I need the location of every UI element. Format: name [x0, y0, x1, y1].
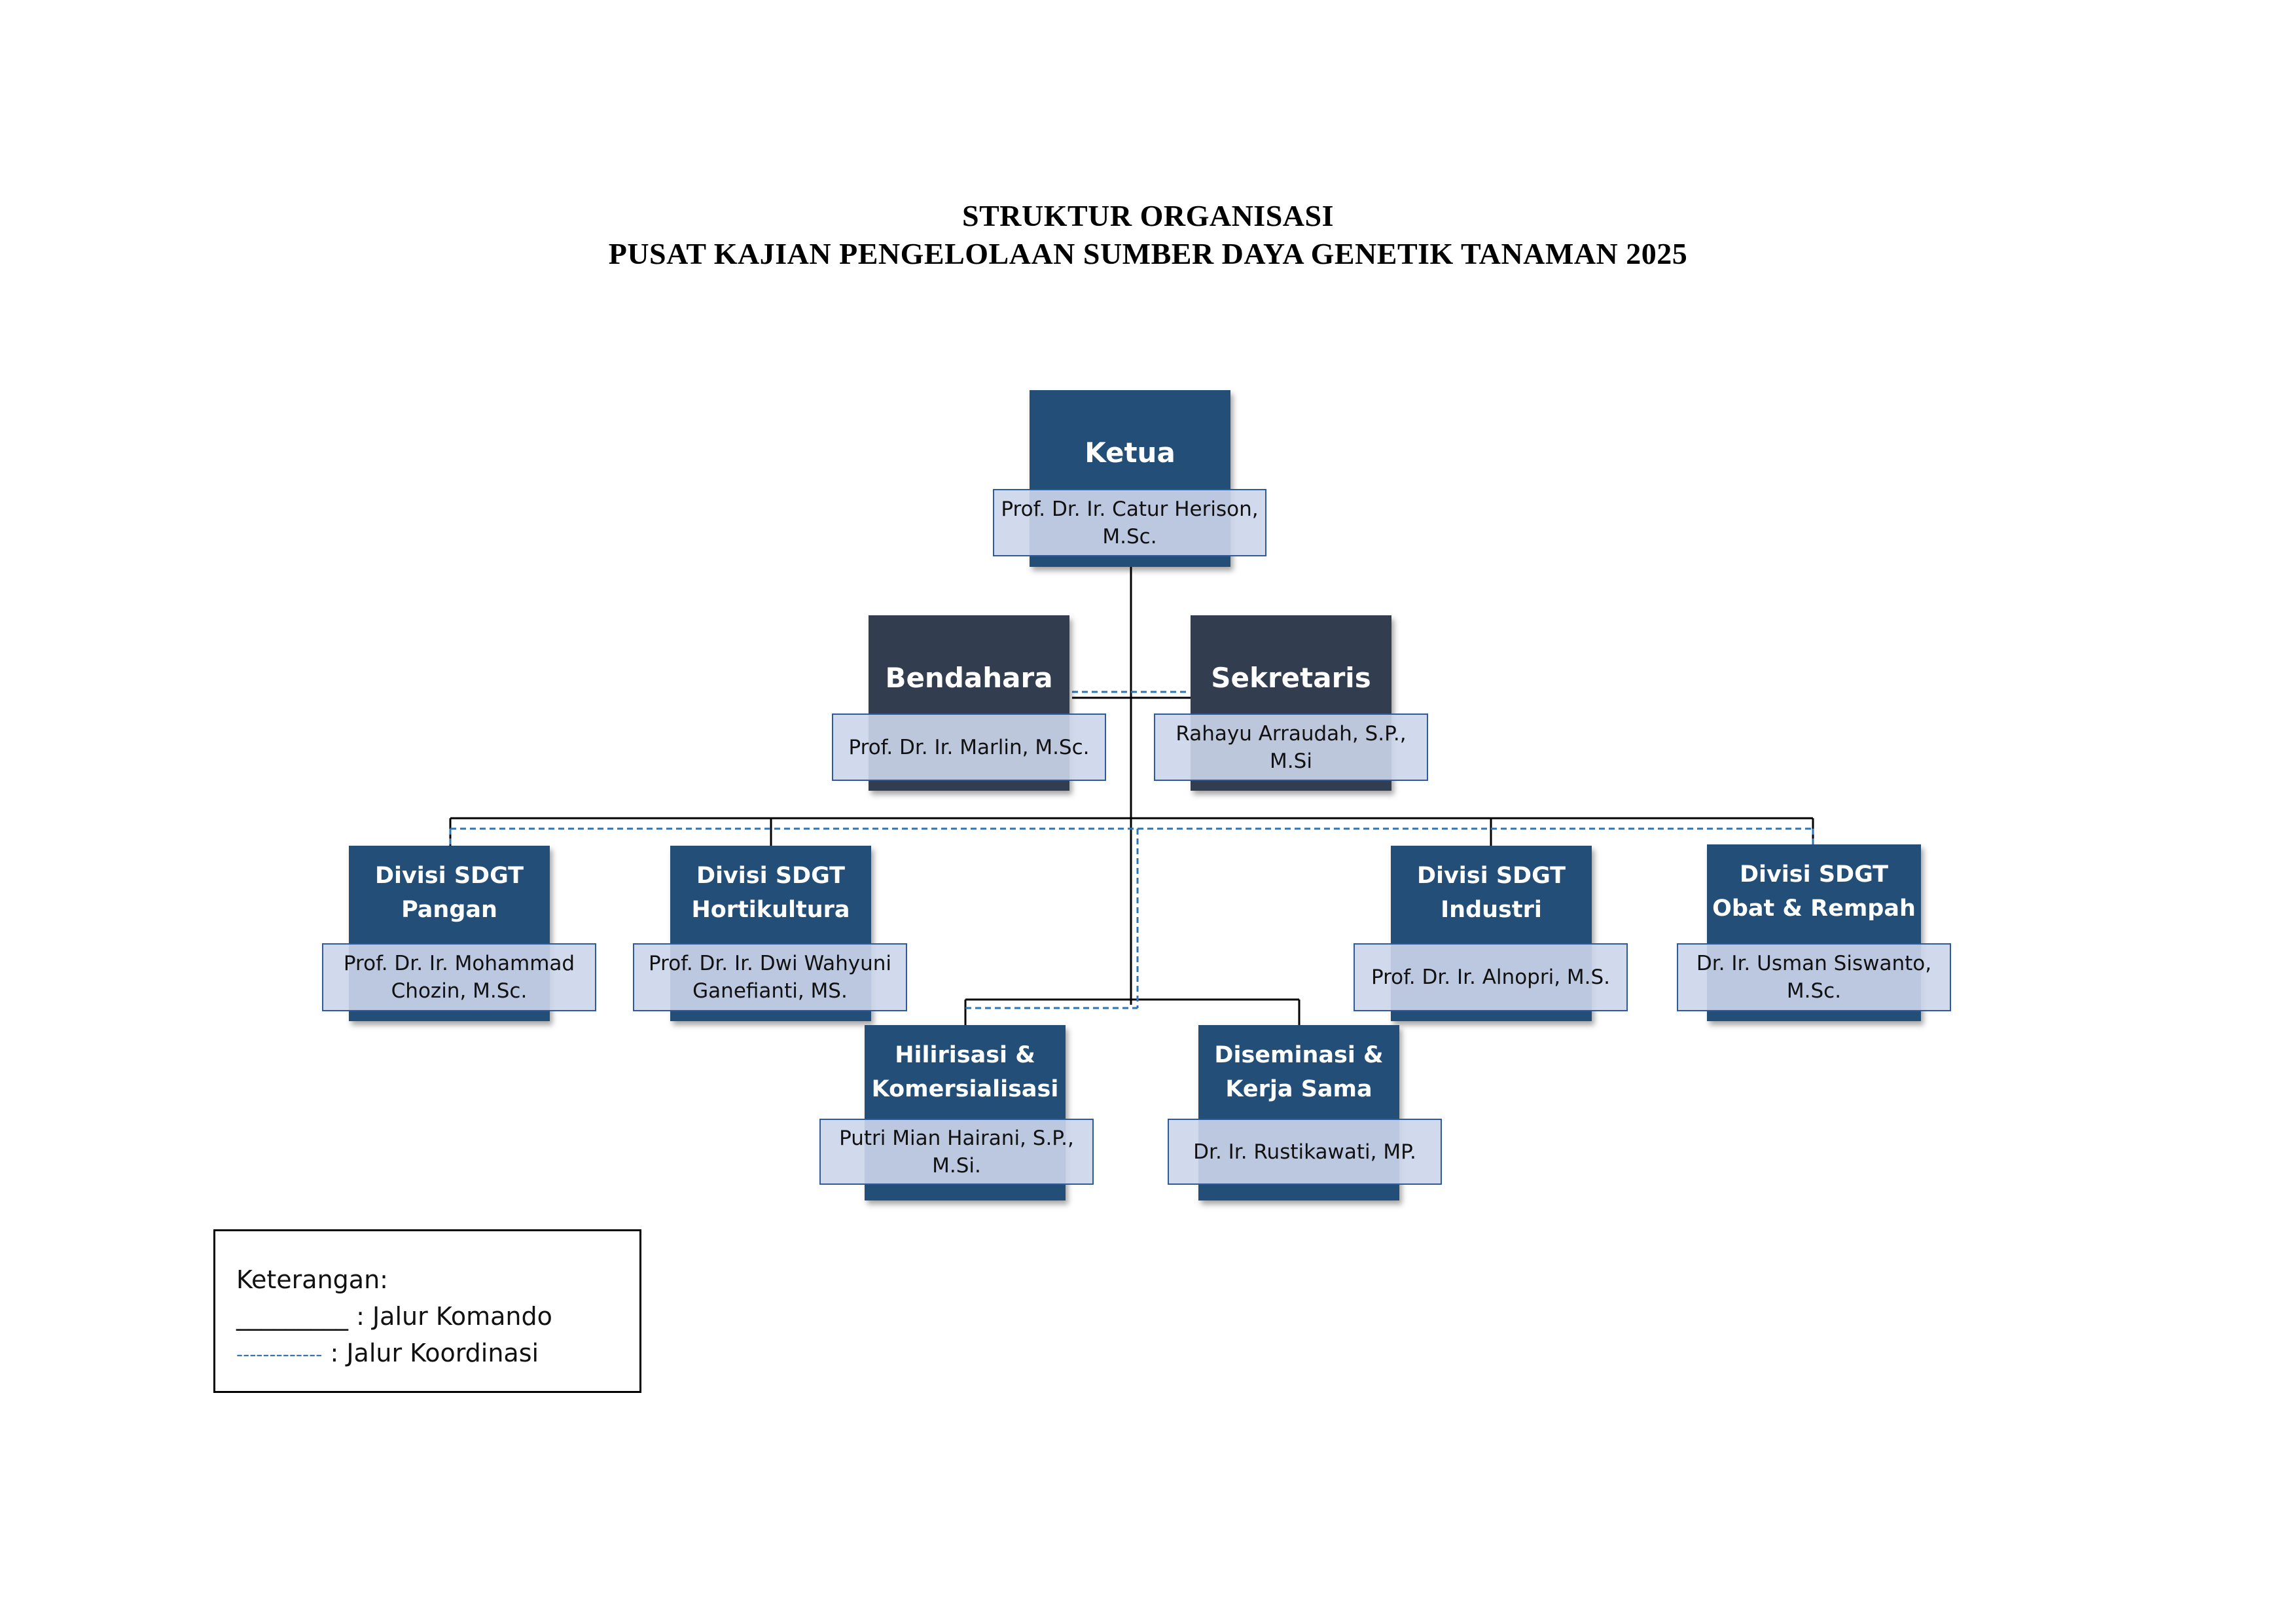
divisi-industri-role-line1: Divisi SDGT [1416, 863, 1566, 889]
divisi-hortikultura-role-line2: Hortikultura [691, 897, 850, 923]
ketua-name: Prof. Dr. Ir. Catur Herison, M.Sc. [993, 489, 1266, 556]
divisi-industri-role-line2: Industri [1441, 897, 1542, 923]
diseminasi-role-line2: Kerja Sama [1225, 1076, 1372, 1102]
divisi-hortikultura-name: Prof. Dr. Ir. Dwi Wahyuni Ganefianti, MS… [633, 943, 907, 1011]
coordination-lines [449, 691, 1814, 1009]
bendahara-name: Prof. Dr. Ir. Marlin, M.Sc. [832, 713, 1106, 781]
hilirisasi-role-line1: Hilirisasi & [895, 1042, 1035, 1068]
divisi-pangan-role-line1: Divisi SDGT [374, 863, 524, 889]
chart-title-line2: PUSAT KAJIAN PENGELOLAAN SUMBER DAYA GEN… [608, 237, 1688, 270]
hilirisasi-name: Putri Mian Hairani, S.P., M.Si. [819, 1119, 1094, 1185]
diseminasi-name: Dr. Ir. Rustikawati, MP. [1168, 1119, 1442, 1185]
ketua-role: Ketua [1085, 437, 1175, 469]
legend-heading: Keterangan: [236, 1265, 388, 1294]
divisi-hortikultura-role-line1: Divisi SDGT [696, 863, 846, 889]
legend-koordinasi-label: : Jalur Koordinasi [330, 1339, 539, 1367]
legend-koordinasi-symbol: ------------- [236, 1343, 323, 1365]
bendahara-role: Bendahara [885, 662, 1053, 694]
legend-box: Keterangan: _________ : Jalur Komando --… [213, 1229, 641, 1393]
divisi-pangan-name: Prof. Dr. Ir. Mohammad Chozin, M.Sc. [322, 943, 596, 1011]
legend-komando-symbol: _________ [236, 1302, 348, 1331]
sekretaris-role: Sekretaris [1211, 662, 1371, 694]
divisi-obat-rempah-role-line2: Obat & Rempah [1712, 895, 1916, 922]
legend-koordinasi-row: ------------- : Jalur Koordinasi [236, 1337, 539, 1371]
legend-komando-label: : Jalur Komando [356, 1302, 552, 1331]
hilirisasi-role-line2: Komersialisasi [871, 1076, 1059, 1102]
divisi-pangan-role-line2: Pangan [401, 897, 497, 923]
chart-title-line1: STRUKTUR ORGANISASI [961, 199, 1334, 232]
divisi-obat-rempah-role-line1: Divisi SDGT [1739, 861, 1889, 888]
divisi-industri-name: Prof. Dr. Ir. Alnopri, M.S. [1354, 943, 1628, 1011]
legend-komando-row: _________ : Jalur Komando [236, 1301, 552, 1332]
sekretaris-name: Rahayu Arraudah, S.P., M.Si [1154, 713, 1428, 781]
diseminasi-role-line1: Diseminasi & [1214, 1042, 1384, 1068]
divisi-obat-rempah-name: Dr. Ir. Usman Siswanto, M.Sc. [1677, 943, 1951, 1011]
